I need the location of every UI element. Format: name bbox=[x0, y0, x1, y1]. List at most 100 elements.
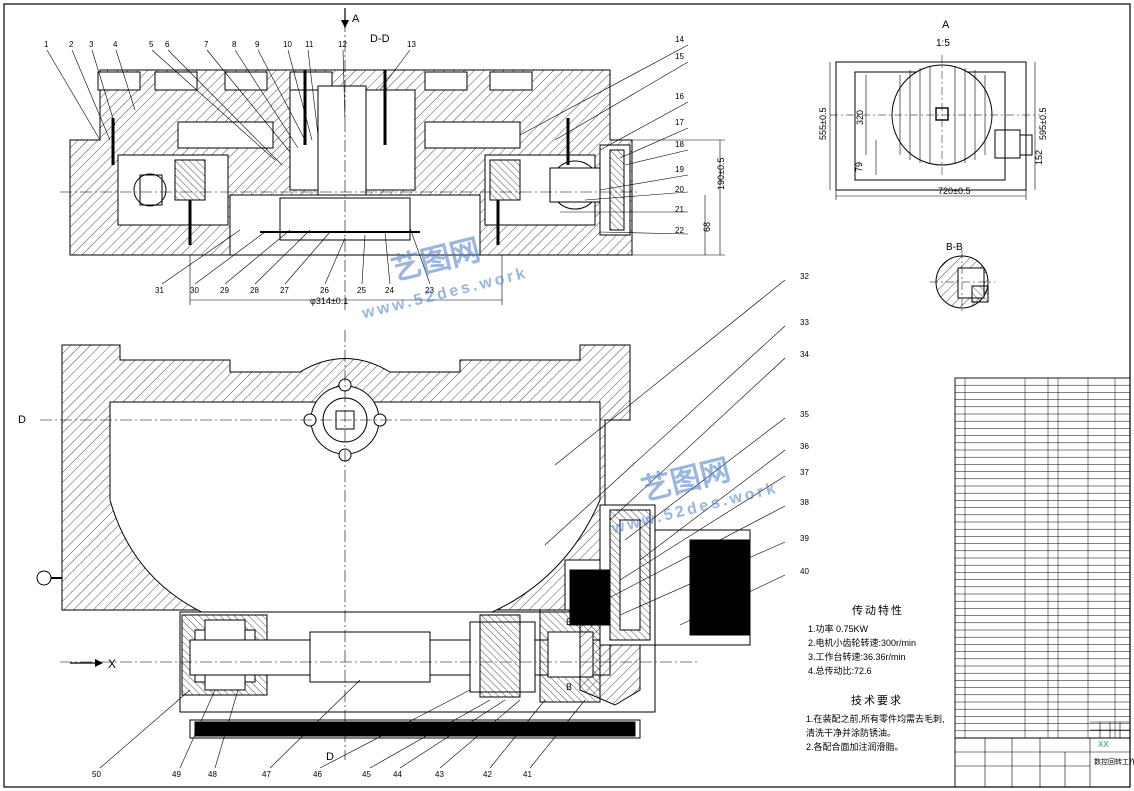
label-h-152: 152 bbox=[1034, 150, 1044, 165]
svg-text:28: 28 bbox=[250, 286, 259, 295]
svg-text:9: 9 bbox=[255, 40, 260, 49]
label-section-bb: B-B bbox=[946, 242, 963, 253]
svg-text:3: 3 bbox=[89, 40, 94, 49]
svg-text:35: 35 bbox=[800, 410, 809, 419]
part-numbers-right-top: 14 15 16 17 18 19 20 21 22 bbox=[675, 35, 684, 235]
svg-text:27: 27 bbox=[280, 286, 289, 295]
svg-text:19: 19 bbox=[675, 165, 684, 174]
label-h-68: 68 bbox=[702, 222, 712, 232]
svg-text:37: 37 bbox=[800, 468, 809, 477]
svg-text:14: 14 bbox=[675, 35, 684, 44]
svg-text:38: 38 bbox=[800, 498, 809, 507]
svg-text:4: 4 bbox=[113, 40, 118, 49]
svg-text:13: 13 bbox=[407, 40, 416, 49]
svg-text:49: 49 bbox=[172, 770, 181, 779]
svg-text:33: 33 bbox=[800, 318, 809, 327]
leaders-bottom bbox=[99, 679, 586, 769]
label-view-a: A bbox=[942, 19, 950, 31]
title-block-name: 数控回转工作台 bbox=[1094, 757, 1134, 766]
label-cut-d-bottom: D bbox=[326, 751, 334, 763]
label-section-dd: D-D bbox=[370, 33, 390, 45]
label-view-a-scale: 1:5 bbox=[936, 38, 950, 49]
svg-text:39: 39 bbox=[800, 534, 809, 543]
transmission-notes: 传动特性 1.功率 0.75KW 2.电机小齿轮转速:300r/min 3.工作… bbox=[808, 604, 948, 678]
label-x-mark: X bbox=[108, 657, 116, 671]
label-h-555: 555±0.5 bbox=[818, 108, 828, 140]
dim-314 bbox=[189, 255, 503, 305]
svg-text:17: 17 bbox=[675, 118, 684, 127]
svg-text:20: 20 bbox=[675, 185, 684, 194]
svg-text:22: 22 bbox=[675, 226, 684, 235]
svg-text:41: 41 bbox=[523, 770, 532, 779]
svg-text:47: 47 bbox=[262, 770, 271, 779]
svg-text:6: 6 bbox=[165, 40, 170, 49]
svg-text:36: 36 bbox=[800, 442, 809, 451]
svg-text:12: 12 bbox=[338, 40, 347, 49]
svg-text:24: 24 bbox=[385, 286, 394, 295]
svg-text:30: 30 bbox=[190, 286, 199, 295]
arrow-a-top bbox=[341, 8, 349, 28]
view-arrow-x bbox=[70, 659, 103, 667]
svg-text:40: 40 bbox=[800, 567, 809, 576]
requirements-line-2: 2.各配合面加注润滑脂。 bbox=[806, 742, 904, 752]
svg-text:26: 26 bbox=[320, 286, 329, 295]
title-block-code: XX bbox=[1098, 740, 1109, 749]
svg-text:16: 16 bbox=[675, 92, 684, 101]
label-h-79: 79 bbox=[854, 162, 864, 172]
part-numbers-bottom-top: 31 30 29 28 27 26 25 24 23 bbox=[155, 286, 434, 295]
part-numbers-bottom: 50 49 48 47 46 45 44 43 42 41 bbox=[92, 770, 532, 779]
svg-text:44: 44 bbox=[393, 770, 402, 779]
svg-text:34: 34 bbox=[800, 350, 809, 359]
svg-text:7: 7 bbox=[204, 40, 209, 49]
label-cut-b-top: B bbox=[566, 617, 572, 627]
transmission-line-1: 1.功率 0.75KW bbox=[808, 624, 869, 634]
transmission-line-4: 4.总传动比:72.6 bbox=[808, 666, 872, 676]
part-numbers-right: 32 33 34 35 36 37 38 39 40 bbox=[800, 272, 809, 576]
parts-list bbox=[954, 377, 1131, 739]
requirements-title: 技术要求 bbox=[851, 695, 903, 707]
requirements-line-1: 1.在装配之前,所有零件均需去毛刺,清洗干净并涂防锈油。 bbox=[806, 714, 945, 738]
transmission-line-3: 3.工作台转速:36.36r/min bbox=[808, 652, 906, 662]
svg-text:45: 45 bbox=[362, 770, 371, 779]
svg-text:48: 48 bbox=[208, 770, 217, 779]
section-bb-view bbox=[930, 250, 995, 312]
svg-text:18: 18 bbox=[675, 140, 684, 149]
label-cut-b-bottom: B bbox=[566, 682, 572, 692]
svg-text:5: 5 bbox=[149, 40, 154, 49]
svg-text:43: 43 bbox=[435, 770, 444, 779]
leaders-bottom-top bbox=[161, 227, 431, 285]
label-h-190: 190±0.5 bbox=[716, 158, 726, 190]
section-dd-view bbox=[69, 69, 633, 256]
svg-text:1: 1 bbox=[44, 40, 49, 49]
leaders-right bbox=[544, 279, 786, 626]
svg-text:25: 25 bbox=[357, 286, 366, 295]
title-block bbox=[954, 721, 1131, 788]
label-w-720: 720±0.5 bbox=[938, 186, 970, 196]
view-a bbox=[829, 55, 1040, 200]
svg-text:32: 32 bbox=[800, 272, 809, 281]
leaders-top bbox=[46, 49, 411, 166]
svg-text:8: 8 bbox=[232, 40, 237, 49]
svg-text:29: 29 bbox=[220, 286, 229, 295]
leaders-right-top bbox=[519, 44, 689, 235]
svg-text:23: 23 bbox=[425, 286, 434, 295]
label-dia-314: φ314±0.1 bbox=[310, 296, 348, 306]
transmission-title: 传动特性 bbox=[852, 605, 904, 617]
svg-text:21: 21 bbox=[675, 205, 684, 214]
svg-text:31: 31 bbox=[155, 286, 164, 295]
technical-requirements: 技术要求 1.在装配之前,所有零件均需去毛刺,清洗干净并涂防锈油。 2.各配合面… bbox=[806, 694, 948, 754]
svg-text:10: 10 bbox=[283, 40, 292, 49]
main-view bbox=[36, 344, 751, 739]
svg-text:11: 11 bbox=[305, 40, 314, 49]
label-arrow-a-top: A bbox=[352, 13, 360, 25]
label-h-595: 595±0.5 bbox=[1038, 108, 1048, 140]
svg-text:15: 15 bbox=[675, 52, 684, 61]
svg-text:2: 2 bbox=[69, 40, 74, 49]
svg-text:42: 42 bbox=[483, 770, 492, 779]
label-cut-d-left: D bbox=[18, 414, 26, 426]
svg-text:46: 46 bbox=[313, 770, 322, 779]
transmission-line-2: 2.电机小齿轮转速:300r/min bbox=[808, 638, 917, 648]
svg-text:50: 50 bbox=[92, 770, 101, 779]
